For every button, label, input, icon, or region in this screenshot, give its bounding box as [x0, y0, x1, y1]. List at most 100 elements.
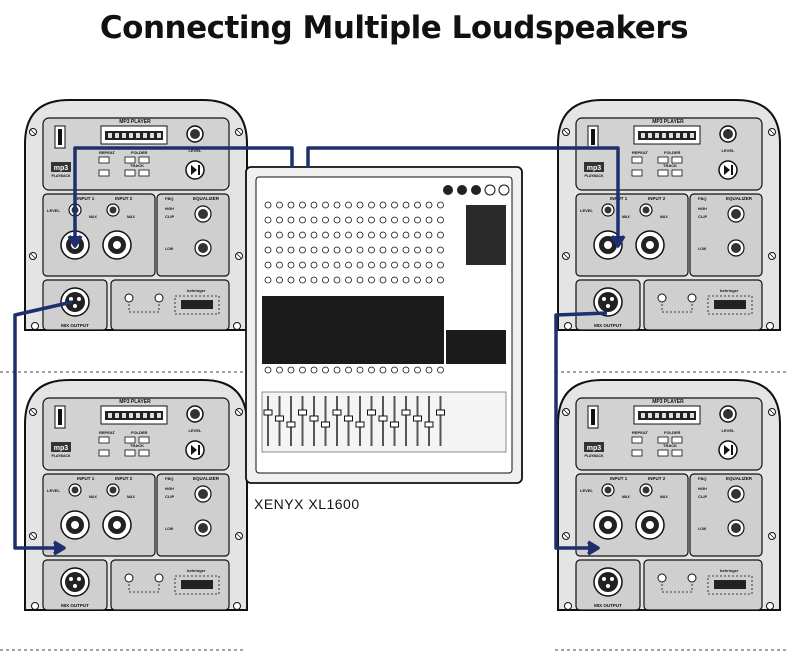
mixer-fader-track [394, 396, 396, 446]
mixer-knob [392, 277, 398, 283]
mixer-fader-track [267, 396, 269, 446]
mixer-knob [380, 247, 386, 253]
mixer-knob [323, 367, 329, 373]
mixer-knob [323, 262, 329, 268]
mixer-knob [415, 247, 421, 253]
mixer-knob [265, 262, 271, 268]
mixer-fader-knob [391, 422, 399, 427]
mixer-knob [426, 202, 432, 208]
mixer-knob [323, 277, 329, 283]
mixer-knob [392, 262, 398, 268]
mixer-knob [346, 367, 352, 373]
mixer-knob [300, 262, 306, 268]
mixer-knob [311, 217, 317, 223]
mixer-knob [426, 367, 432, 373]
mixer-knob [265, 217, 271, 223]
mixer-knob [288, 202, 294, 208]
mixer-xenyx-xl1600 [246, 167, 522, 483]
mixer-knob [300, 202, 306, 208]
mixer-knob [311, 367, 317, 373]
mixer-knob [392, 217, 398, 223]
mixer-knob [334, 277, 340, 283]
mixer-knob [380, 262, 386, 268]
mixer-knob [277, 262, 283, 268]
mixer-knob [380, 202, 386, 208]
mixer-knob [415, 277, 421, 283]
mixer-knob [369, 367, 375, 373]
mixer-knob [357, 247, 363, 253]
mixer-knob [288, 367, 294, 373]
mixer-label: XENYX XL1600 [254, 496, 360, 512]
mixer-fader-knob [379, 416, 387, 421]
mixer-knob [403, 247, 409, 253]
mixer-knob [265, 277, 271, 283]
mixer-knob [300, 367, 306, 373]
mixer-knob [438, 262, 444, 268]
mixer-knob [277, 217, 283, 223]
mixer-fader-track [302, 396, 304, 446]
mixer-fader-knob [310, 416, 318, 421]
mixer-knob [334, 217, 340, 223]
mixer-knob [265, 367, 271, 373]
mixer-knob [357, 262, 363, 268]
mixer-knob [288, 217, 294, 223]
mixer-knob [426, 232, 432, 238]
mixer-fader-track [428, 396, 430, 446]
mixer-fader-knob [264, 410, 272, 415]
mixer-knob [380, 217, 386, 223]
mixer-knob [288, 247, 294, 253]
mixer-knob [300, 232, 306, 238]
mixer-knob [277, 202, 283, 208]
speaker-top-right [558, 100, 780, 330]
mixer-knob [369, 262, 375, 268]
mixer-knob [392, 202, 398, 208]
mixer-knob [426, 277, 432, 283]
mixer-fader-knob [356, 422, 364, 427]
mixer-knob [369, 232, 375, 238]
mixer-knob [334, 232, 340, 238]
mixer-knob [311, 202, 317, 208]
mixer-knob [426, 247, 432, 253]
mixer-knob [311, 277, 317, 283]
mixer-fader-knob [402, 410, 410, 415]
mixer-fader-track [371, 396, 373, 446]
speaker-bottom-right [558, 380, 780, 610]
mixer-fader-knob [425, 422, 433, 427]
mixer-knob [392, 247, 398, 253]
mixer-knob [300, 277, 306, 283]
mixer-knob [369, 277, 375, 283]
mixer-knob [403, 202, 409, 208]
mixer-knob [415, 217, 421, 223]
mixer-knob [438, 202, 444, 208]
mixer-fader-knob [333, 410, 341, 415]
mixer-knob [357, 202, 363, 208]
mixer-fader-track [359, 396, 361, 446]
speaker-bottom-left [25, 380, 247, 610]
mixer-fader-knob [368, 410, 376, 415]
mixer-knob [438, 247, 444, 253]
mixer-knob [403, 217, 409, 223]
mixer-knob [415, 367, 421, 373]
mixer-knob [277, 247, 283, 253]
mixer-fader-knob [276, 416, 284, 421]
mixer-knob [300, 217, 306, 223]
mixer-knob [346, 217, 352, 223]
mixer-fader-knob [322, 422, 330, 427]
mixer-knob [426, 262, 432, 268]
mixer-knob [357, 277, 363, 283]
mixer-knob [277, 277, 283, 283]
mixer-knob [346, 277, 352, 283]
mixer-knob [346, 247, 352, 253]
mixer-knob [323, 202, 329, 208]
mixer-fader-knob [414, 416, 422, 421]
mixer-fader-track [290, 396, 292, 446]
mixer-knob [334, 262, 340, 268]
mixer-knob [311, 262, 317, 268]
mixer-knob [323, 217, 329, 223]
mixer-knob [369, 247, 375, 253]
mixer-knob [311, 247, 317, 253]
mixer-knob [415, 232, 421, 238]
mixer-knob [438, 367, 444, 373]
mixer-fader-track [336, 396, 338, 446]
mixer-knob [357, 217, 363, 223]
